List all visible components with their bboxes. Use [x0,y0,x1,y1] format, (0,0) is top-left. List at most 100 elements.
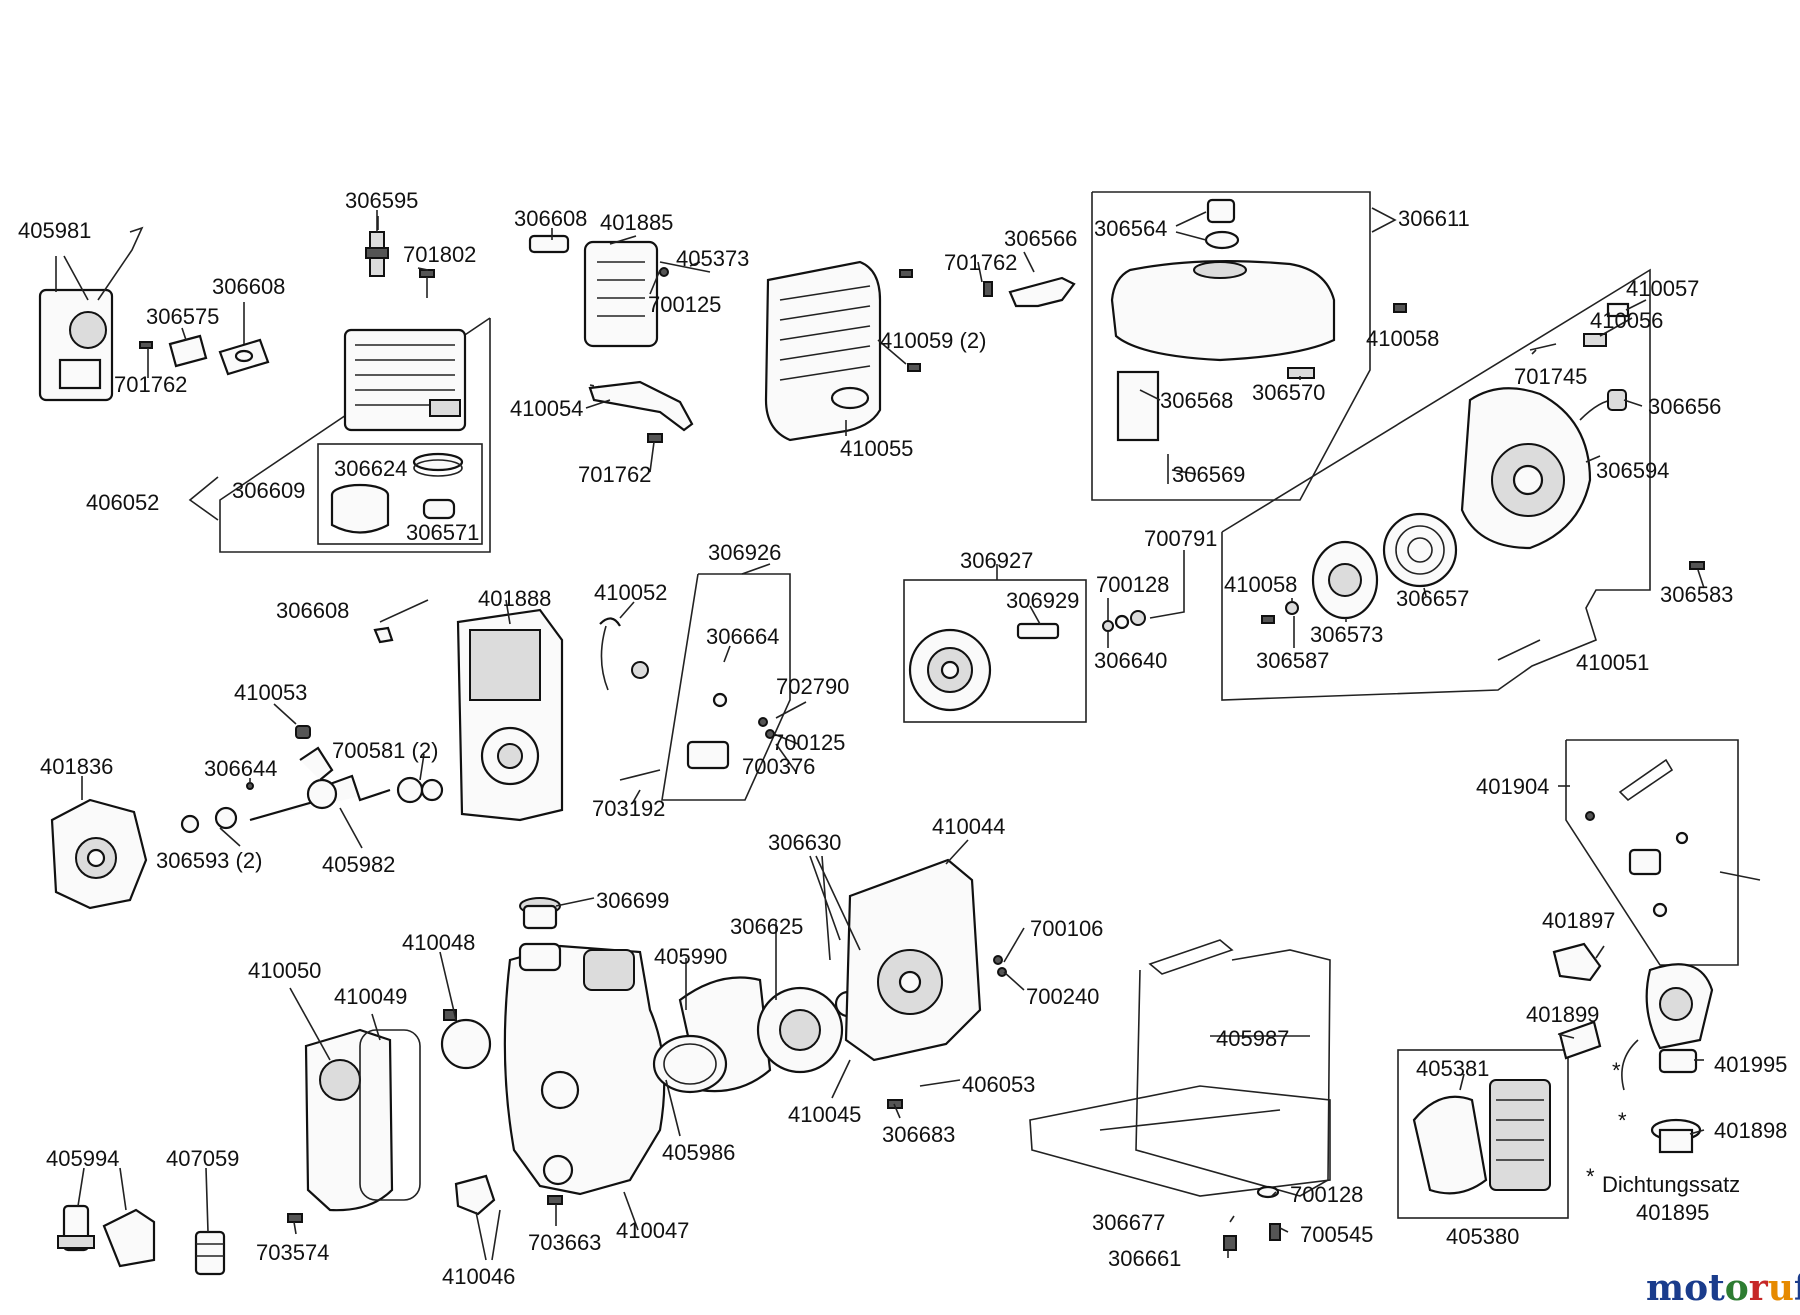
label-410053[interactable]: 410053 [234,680,307,705]
label-407059[interactable]: 407059 [166,1146,239,1171]
label-410056[interactable]: 410056 [1590,308,1663,333]
label-405986[interactable]: 405986 [662,1140,735,1165]
label-306583[interactable]: 306583 [1660,582,1733,607]
label-703663[interactable]: 703663 [528,1230,601,1255]
seal-kit-note: * Dichtungssatz 401895 * * [1586,1058,1740,1225]
frame-405987-drawing [1029,939,1331,1251]
label-306683[interactable]: 306683 [882,1122,955,1147]
label-306927[interactable]: 306927 [960,548,1033,573]
label-306573[interactable]: 306573 [1310,622,1383,647]
label-306625[interactable]: 306625 [730,914,803,939]
label-401885[interactable]: 401885 [600,210,673,235]
label-306929[interactable]: 306929 [1006,588,1079,613]
label-405982[interactable]: 405982 [322,852,395,877]
label-406053[interactable]: 406053 [962,1072,1035,1097]
label-405990[interactable]: 405990 [654,944,727,969]
label-701762-bottom[interactable]: 701762 [578,462,651,487]
label-405373[interactable]: 405373 [676,246,749,271]
label-306570[interactable]: 306570 [1252,380,1325,405]
label-401995[interactable]: 401995 [1714,1052,1787,1077]
label-700791[interactable]: 700791 [1144,526,1217,551]
label-306624[interactable]: 306624 [334,456,407,481]
label-306568[interactable]: 306568 [1160,388,1233,413]
label-700128-flywheel[interactable]: 700128 [1096,572,1169,597]
label-410057[interactable]: 410057 [1626,276,1699,301]
label-410058-starter[interactable]: 410058 [1224,572,1297,597]
label-306608-gasket-flange[interactable]: 306608 [212,274,285,299]
label-410049[interactable]: 410049 [334,984,407,1009]
label-306664[interactable]: 306664 [706,624,779,649]
label-410050[interactable]: 410050 [248,958,321,983]
label-700125-ignition[interactable]: 700125 [772,730,845,755]
label-306575[interactable]: 306575 [146,304,219,329]
label-700545[interactable]: 700545 [1300,1222,1373,1247]
label-306657[interactable]: 306657 [1396,586,1469,611]
label-401904[interactable]: 401904 [1476,774,1549,799]
label-306569[interactable]: 306569 [1172,462,1245,487]
label-306640[interactable]: 306640 [1094,648,1167,673]
label-701762-carb[interactable]: 701762 [114,372,187,397]
label-701745[interactable]: 701745 [1514,364,1587,389]
label-306564[interactable]: 306564 [1094,216,1167,241]
label-306611[interactable]: 306611 [1398,206,1470,231]
label-701762-bracket[interactable]: 701762 [944,250,1017,275]
group-outline-405380 [1397,1049,1569,1219]
label-306609[interactable]: 306609 [232,478,305,503]
label-306926[interactable]: 306926 [708,540,781,565]
seal-kit-number[interactable]: 401895 [1636,1200,1709,1225]
label-401888[interactable]: 401888 [478,586,551,611]
label-703574[interactable]: 703574 [256,1240,329,1265]
label-700376[interactable]: 700376 [742,754,815,779]
label-405981[interactable]: 405981 [18,218,91,243]
label-410051[interactable]: 410051 [1576,650,1649,675]
label-306595[interactable]: 306595 [345,188,418,213]
label-401836[interactable]: 401836 [40,754,113,779]
label-306699[interactable]: 306699 [596,888,669,913]
label-306661[interactable]: 306661 [1108,1246,1181,1271]
label-306677[interactable]: 306677 [1092,1210,1165,1235]
fuel-tank-306611-drawing [1110,198,1407,484]
label-406052[interactable]: 406052 [86,490,159,515]
label-702790[interactable]: 702790 [776,674,849,699]
label-306608-cylinder-gasket[interactable]: 306608 [276,598,349,623]
label-401898[interactable]: 401898 [1714,1118,1787,1143]
label-410054[interactable]: 410054 [510,396,583,421]
label-410046[interactable]: 410046 [442,1264,515,1289]
crankshaft-405982-drawing [180,725,444,834]
label-410047[interactable]: 410047 [616,1218,689,1243]
label-410044[interactable]: 410044 [932,814,1005,839]
label-700240[interactable]: 700240 [1026,984,1099,1009]
label-410048[interactable]: 410048 [402,930,475,955]
label-410059[interactable]: 410059 (2) [880,328,986,353]
label-410055[interactable]: 410055 [840,436,913,461]
label-700106[interactable]: 700106 [1030,916,1103,941]
label-306656[interactable]: 306656 [1648,394,1721,419]
label-306594[interactable]: 306594 [1596,458,1669,483]
carburetor-405981-drawing [38,226,144,402]
cylinder-406052-drawing [343,328,467,432]
label-401899[interactable]: 401899 [1526,1002,1599,1027]
fittings-405994-drawing [57,1204,226,1276]
label-700581[interactable]: 700581 (2) [332,738,438,763]
label-401897[interactable]: 401897 [1542,908,1615,933]
screw-701802-drawing [419,269,435,298]
label-701802[interactable]: 701802 [403,242,476,267]
label-410058-tank[interactable]: 410058 [1366,326,1439,351]
label-700128-frame[interactable]: 700128 [1290,1182,1363,1207]
label-306566[interactable]: 306566 [1004,226,1077,251]
label-405380[interactable]: 405380 [1446,1224,1519,1249]
label-405987[interactable]: 405987 [1216,1026,1289,1051]
label-306587[interactable]: 306587 [1256,648,1329,673]
label-306593[interactable]: 306593 (2) [156,848,262,873]
label-703192[interactable]: 703192 [592,796,665,821]
label-306644[interactable]: 306644 [204,756,277,781]
label-306608-muffler-gasket[interactable]: 306608 [514,206,587,231]
label-700125-muffler[interactable]: 700125 [648,292,721,317]
label-405381[interactable]: 405381 [1416,1056,1489,1081]
label-410052[interactable]: 410052 [594,580,667,605]
label-405994[interactable]: 405994 [46,1146,119,1171]
label-306630[interactable]: 306630 [768,830,841,855]
label-410045[interactable]: 410045 [788,1102,861,1127]
label-306571[interactable]: 306571 [406,520,479,545]
seal-marker-star-1: * [1612,1058,1621,1083]
